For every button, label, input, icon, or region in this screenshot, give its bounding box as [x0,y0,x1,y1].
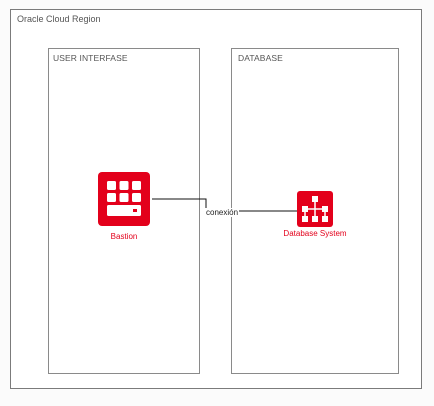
bastion-icon[interactable] [98,172,150,226]
bastion-label: Bastion [110,232,138,241]
database-group-label: DATABASE [238,53,283,63]
database-system-icon[interactable] [297,191,333,227]
user-interface-group-label: USER INTERFASE [53,53,128,63]
connector-label: conexión [205,208,240,217]
database-system-label: Database System [283,229,347,238]
region-label: Oracle Cloud Region [17,14,101,24]
